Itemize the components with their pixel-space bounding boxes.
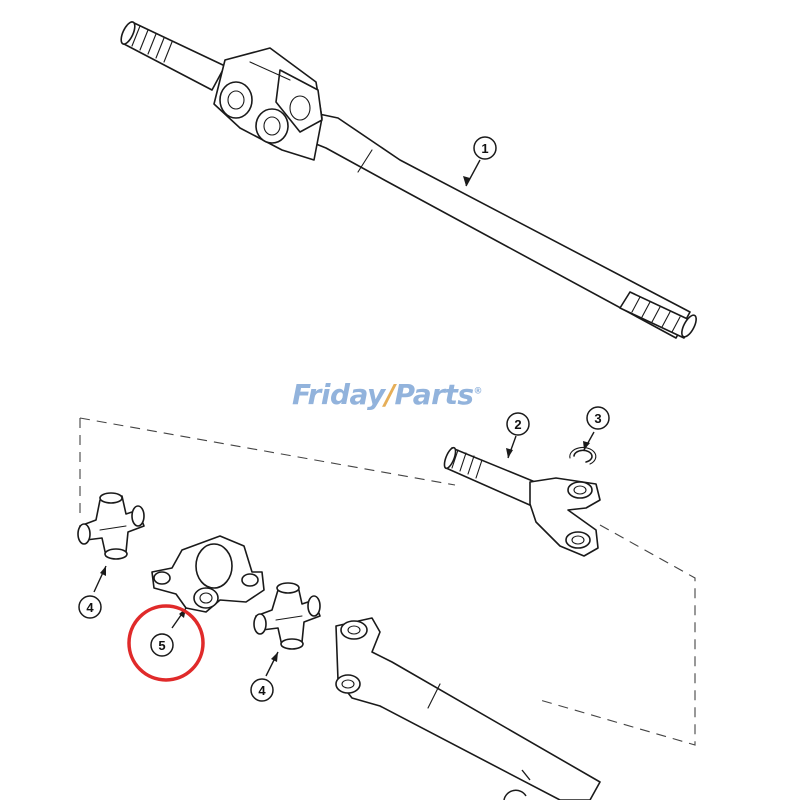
svg-text:1: 1 — [481, 141, 488, 156]
svg-text:3: 3 — [594, 411, 601, 426]
callout-4-right: 4 — [250, 678, 274, 702]
svg-text:4: 4 — [258, 683, 266, 698]
callout-3: 3 — [586, 406, 610, 430]
callout-4-left: 4 — [78, 595, 102, 619]
leader-lines — [93, 159, 595, 781]
axle-shaft-long-assembly — [120, 21, 697, 339]
subassembly-dashed-outline — [79, 417, 696, 746]
u-joint-cross-right — [253, 582, 321, 650]
svg-text:5: 5 — [158, 638, 165, 653]
svg-text:4: 4 — [86, 600, 94, 615]
callout-5: 5 — [150, 633, 174, 657]
stub-shaft — [443, 446, 601, 557]
coupling-yoke — [151, 535, 265, 613]
u-joint-cross-left — [77, 492, 145, 560]
svg-text:2: 2 — [514, 417, 521, 432]
lower-axle-shaft — [335, 617, 601, 800]
snap-ring — [569, 446, 597, 465]
highlight-ring — [127, 604, 205, 682]
callout-2: 2 — [506, 412, 530, 436]
callout-1: 1 — [473, 136, 497, 160]
watermark-logo: Friday/Parts® — [292, 378, 483, 411]
callout-partial-bottom — [503, 789, 527, 800]
